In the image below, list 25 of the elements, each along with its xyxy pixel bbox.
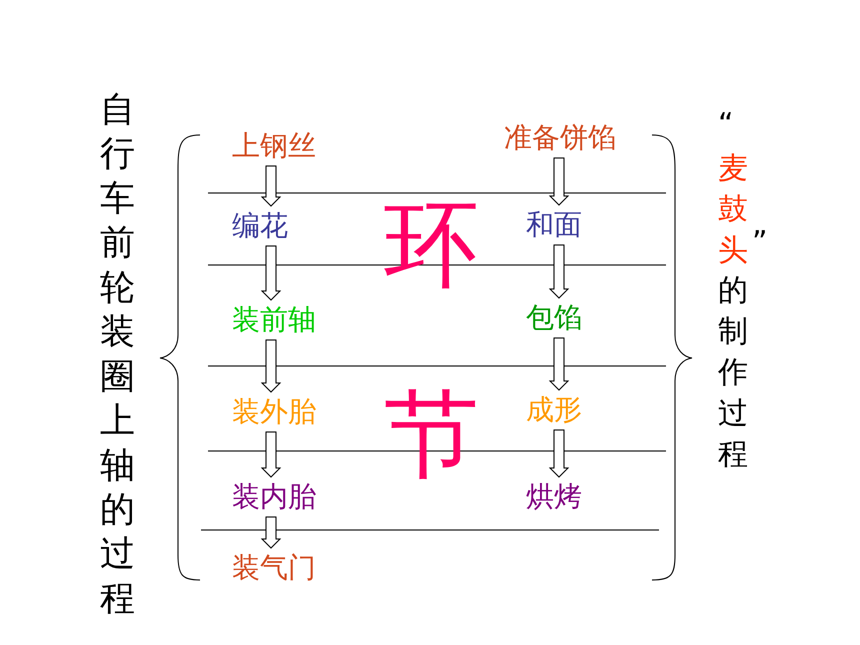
quote-mark: “ <box>718 110 734 140</box>
hollow-arrow <box>548 244 570 299</box>
step-item: 上钢丝 <box>232 126 316 166</box>
hollow-arrow <box>260 340 282 393</box>
hollow-arrow <box>548 430 570 478</box>
hollow-arrow <box>548 158 570 206</box>
step-item: 成形 <box>526 390 582 430</box>
step-item: 装气门 <box>232 548 316 588</box>
step-item: 准备饼馅 <box>504 118 616 158</box>
step-item: 烘烤 <box>526 477 582 517</box>
hollow-arrow <box>260 246 282 301</box>
hollow-arrow <box>260 432 282 478</box>
quote-mark: ” <box>752 228 768 258</box>
vertical-title: 自行车前轮装圈上轴的过程 <box>100 89 135 621</box>
step-item: 编花 <box>232 206 288 246</box>
step-item: 装前轴 <box>232 300 316 340</box>
step-item: 和面 <box>526 205 582 245</box>
step-item: 装外胎 <box>232 392 316 432</box>
step-item: 包馅 <box>526 298 582 338</box>
vertical-title: 麦鼓头 <box>718 150 748 270</box>
hollow-arrow <box>260 166 282 207</box>
step-item: 装内胎 <box>232 477 316 517</box>
hollow-arrow <box>548 338 570 391</box>
hollow-arrow <box>260 516 282 549</box>
vertical-title: 的制作过程 <box>718 272 748 474</box>
